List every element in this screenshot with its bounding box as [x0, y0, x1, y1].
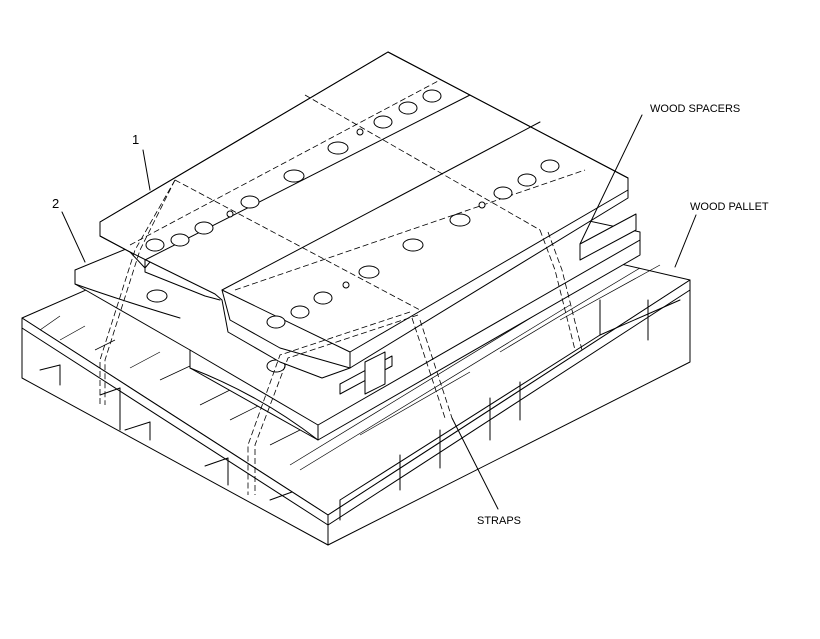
leader-straps [451, 417, 499, 510]
label-item-1: 1 [132, 132, 139, 147]
leader-wood-spacers [579, 114, 643, 245]
leader-item-1 [142, 149, 151, 191]
leader-wood-pallet [674, 214, 697, 268]
label-straps: STRAPS [477, 515, 521, 527]
upper-plate-item-1 [99, 51, 629, 379]
leader-item-2 [61, 211, 86, 263]
wood-spacers [339, 213, 637, 395]
callouts: 1 2 WOOD SPACERS WOOD PALLET STRAPS [52, 103, 769, 527]
straps [99, 179, 583, 495]
label-item-2: 2 [52, 196, 59, 211]
label-wood-pallet: WOOD PALLET [690, 201, 769, 213]
label-wood-spacers: WOOD SPACERS [650, 103, 740, 115]
